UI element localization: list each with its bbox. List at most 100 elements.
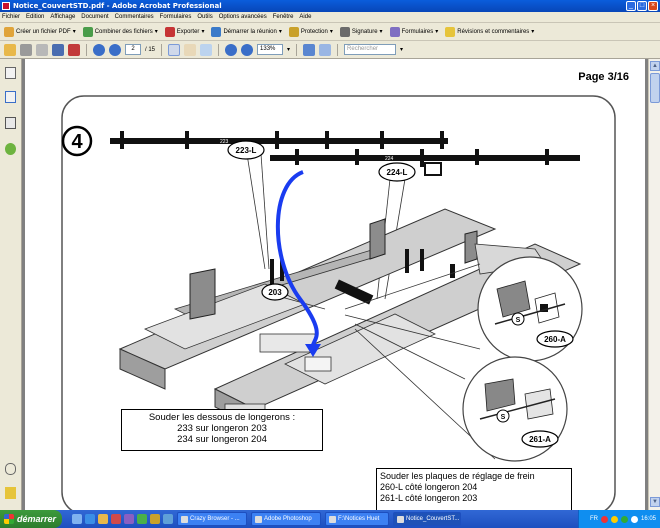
- task-photoshop[interactable]: Adobe Photoshop: [251, 512, 321, 526]
- print-icon[interactable]: [20, 43, 32, 56]
- document-view[interactable]: Page 3/16 4 223: [22, 59, 648, 510]
- quicklaunch-media-icon[interactable]: [111, 514, 121, 524]
- page-total: / 15: [145, 46, 156, 53]
- zoom-out-icon[interactable]: [225, 43, 238, 56]
- meeting-icon: [211, 26, 222, 37]
- page-number-field[interactable]: 2: [125, 44, 141, 55]
- review-comments-button[interactable]: Révisions et commentaires▾: [443, 25, 536, 39]
- combine-button[interactable]: Combiner des fichiers▾: [81, 25, 160, 39]
- signatures-panel-icon[interactable]: [5, 117, 16, 129]
- search-dropdown-chevron-icon[interactable]: ▾: [400, 47, 404, 53]
- scroll-down-icon[interactable]: ▼: [650, 497, 660, 507]
- export-label: Exporter: [176, 28, 200, 35]
- help-panel-icon[interactable]: [5, 143, 16, 155]
- windows-taskbar: démarrer Crazy Browser - ... Adobe Photo…: [0, 510, 660, 528]
- menu-affichage[interactable]: Affichage: [50, 14, 76, 20]
- quicklaunch-app-icon[interactable]: [124, 514, 134, 524]
- quicklaunch-folder-icon[interactable]: [98, 514, 108, 524]
- language-indicator[interactable]: FR: [589, 516, 598, 522]
- vertical-scrollbar[interactable]: ▲ ▼: [648, 59, 660, 510]
- quicklaunch-desktop-icon[interactable]: [72, 514, 82, 524]
- start-meeting-button[interactable]: Démarrer la réunion▾: [209, 25, 283, 39]
- zoom-dropdown-chevron-icon[interactable]: ▾: [287, 47, 291, 53]
- save-icon[interactable]: [52, 43, 64, 56]
- toolbar-separator: [218, 43, 220, 56]
- rail-224-small-label: 224: [385, 156, 394, 162]
- quicklaunch-browser-icon[interactable]: [85, 514, 95, 524]
- secure-icon[interactable]: [68, 43, 80, 56]
- menu-edition[interactable]: Edition: [26, 14, 45, 20]
- quicklaunch-app2-icon[interactable]: [137, 514, 147, 524]
- page-number-label: Page 3/16: [578, 71, 629, 83]
- callout1-line1: Souder les dessous de longerons :: [148, 412, 296, 423]
- maximize-button[interactable]: □: [637, 1, 647, 11]
- fit-width-icon[interactable]: [319, 43, 332, 56]
- hand-tool-icon[interactable]: [184, 43, 197, 56]
- previous-page-icon[interactable]: [93, 43, 105, 56]
- menu-formulaires[interactable]: Formulaires: [159, 14, 192, 20]
- rail-223-small-label: 223: [220, 139, 229, 145]
- fit-page-icon[interactable]: [303, 43, 316, 56]
- menu-outils[interactable]: Outils: [197, 14, 213, 20]
- tray-network-icon[interactable]: [600, 515, 608, 523]
- scroll-thumb[interactable]: [650, 73, 660, 103]
- label-260a: 260-A: [544, 335, 566, 344]
- open-folder-icon[interactable]: [4, 43, 16, 56]
- task-explorer[interactable]: F:\Notices Huet: [325, 512, 389, 526]
- signature-button[interactable]: Signature▾: [338, 25, 385, 39]
- next-page-icon[interactable]: [109, 43, 121, 56]
- select-tool-icon[interactable]: [168, 43, 181, 56]
- search-input[interactable]: Rechercher: [344, 44, 397, 55]
- protection-button[interactable]: Protection▾: [287, 25, 335, 39]
- zoom-tool-icon[interactable]: [200, 43, 213, 56]
- email-icon[interactable]: [36, 43, 48, 56]
- scroll-up-icon[interactable]: ▲: [650, 61, 660, 71]
- callout1-line2: 233 sur longeron 203: [177, 423, 267, 434]
- label-224-bubble: [378, 162, 416, 182]
- label-223-bubble: [227, 140, 265, 160]
- label-203: 203: [268, 288, 282, 297]
- menu-commentaires[interactable]: Commentaires: [114, 14, 154, 20]
- menu-fichier[interactable]: Fichier: [2, 14, 21, 20]
- menu-fenetre[interactable]: Fenêtre: [272, 14, 294, 20]
- step-number: 4: [71, 131, 83, 153]
- task-acrobat[interactable]: Notice_CouvertST...: [393, 512, 461, 526]
- start-button[interactable]: démarrer: [0, 510, 62, 528]
- comments-icon: [445, 26, 456, 37]
- forms-button[interactable]: Formulaires▾: [388, 25, 441, 39]
- label-203-bubble: [261, 283, 289, 301]
- system-tray: FR 16:05: [578, 510, 660, 528]
- menu-options-avancees[interactable]: Options avancées: [218, 14, 267, 20]
- review-comments-label: Révisions et commentaires: [457, 28, 530, 35]
- brake-plate-instruction-callout: Souder les plaques de réglage de frein 2…: [376, 468, 572, 510]
- pages-panel-icon[interactable]: [5, 67, 16, 79]
- clock[interactable]: 16:05: [640, 516, 656, 522]
- quicklaunch-app4-icon[interactable]: [163, 514, 173, 524]
- quicklaunch-app3-icon[interactable]: [150, 514, 160, 524]
- start-label: démarrer: [17, 514, 57, 524]
- task-crazy-browser[interactable]: Crazy Browser - ...: [177, 512, 247, 526]
- step-number-circle: [61, 125, 93, 157]
- weld-instruction-callout: Souder les dessous de longerons : 233 su…: [121, 409, 323, 451]
- toolbar-separator: [337, 43, 339, 56]
- minimize-button[interactable]: _: [626, 1, 636, 11]
- close-button[interactable]: ×: [648, 1, 658, 11]
- tray-app-icon[interactable]: [630, 515, 638, 523]
- menu-document[interactable]: Document: [81, 14, 109, 20]
- export-button[interactable]: Exporter▾: [163, 25, 207, 39]
- menu-aide[interactable]: Aide: [299, 14, 312, 20]
- tray-security-icon[interactable]: [620, 515, 628, 523]
- combine-label: Combiner des fichiers: [94, 28, 153, 35]
- create-pdf-button[interactable]: Créer un fichier PDF▾: [2, 25, 78, 39]
- protection-label: Protection: [300, 28, 328, 35]
- lock-icon: [288, 26, 299, 37]
- comments-panel-icon[interactable]: [5, 487, 16, 499]
- tray-volume-icon[interactable]: [610, 515, 618, 523]
- attachments-panel-icon[interactable]: [5, 463, 16, 475]
- zoom-in-icon[interactable]: [241, 43, 254, 56]
- bookmarks-panel-icon[interactable]: [5, 91, 16, 103]
- toolbar-separator: [296, 43, 298, 56]
- zoom-level-field[interactable]: 133%: [257, 44, 284, 55]
- callout2-line2: 260-L côté longeron 204: [380, 482, 478, 492]
